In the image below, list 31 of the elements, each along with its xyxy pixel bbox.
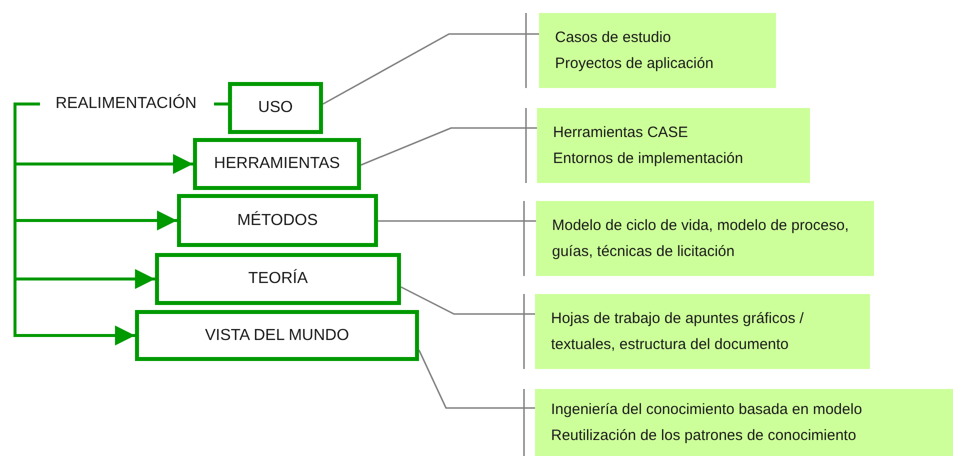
connector-line <box>400 286 535 315</box>
level-box <box>193 138 361 190</box>
connector-line <box>214 102 228 106</box>
level-label: HERRAMIENTAS <box>214 155 340 173</box>
level-label: USO <box>258 99 293 117</box>
level-label: VISTA DEL MUNDO <box>204 326 350 344</box>
note-text: Ingeniería del conocimiento basada en modelo <box>551 400 862 420</box>
note-text: Modelo de ciclo de vida, modelo de proceso, guías, técnicas de licitación <box>552 216 850 262</box>
note-text: Casos de estudio <box>555 28 671 48</box>
arrow <box>14 102 135 346</box>
note-text: Proyectos de aplicación <box>555 54 714 74</box>
note-text: Entornos de implementación <box>553 148 744 168</box>
note-box <box>535 389 953 456</box>
level-box <box>177 194 378 247</box>
level-label: TEORÍA <box>248 270 308 288</box>
note-box <box>536 201 874 276</box>
connector-line <box>378 220 536 222</box>
connector-line <box>322 33 539 105</box>
note-text: Reutilización de los patrones de conocimiento <box>551 426 856 446</box>
level-box <box>155 253 401 305</box>
note-box <box>539 13 776 88</box>
note-text: Hojas de trabajo de apuntes gráficos / textuales, estructura del documento <box>551 308 805 354</box>
note-box <box>537 108 810 183</box>
level-box <box>228 82 323 134</box>
level-label: MÉTODOS <box>237 212 318 230</box>
note-text: Herramientas CASE <box>553 122 688 142</box>
feedback-label: REALIMENTACIÓN <box>55 95 197 113</box>
level-box <box>135 310 419 361</box>
connector-line <box>360 127 537 166</box>
connector-line <box>418 350 535 409</box>
note-box <box>535 294 870 369</box>
